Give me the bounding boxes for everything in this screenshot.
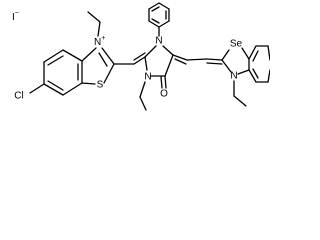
iodide-label: I−: [12, 10, 19, 23]
chlorine-label: Cl: [14, 91, 23, 102]
benzothiazolium-ring-bonds: [29, 11, 115, 96]
selenium-label: Se: [230, 39, 243, 50]
vinyl-bridge-right: [172, 54, 223, 65]
carbonyl-oxygen-label: O: [160, 89, 168, 100]
imidazole-nitrogen-top-label: N: [155, 36, 162, 47]
thiazole-sulfur-label: S: [97, 80, 104, 91]
thiazole-nitrogen-label: N+: [94, 35, 105, 48]
selenazole-nitrogen-label: N: [230, 71, 237, 82]
chemical-structure-diagram: I− Cl N+ S N N O Se N: [12, 2, 270, 111]
phenyl-ring-bonds: [148, 2, 170, 37]
benzoselenazole-ring-bonds: [221, 45, 270, 107]
imidazole-nitrogen-bottom-label: N: [144, 72, 151, 83]
methine-bridge-left: [113, 52, 146, 65]
atom-labels: I− Cl N+ S N N O Se N: [12, 10, 243, 102]
imidazolone-ring-bonds: [139, 45, 174, 111]
